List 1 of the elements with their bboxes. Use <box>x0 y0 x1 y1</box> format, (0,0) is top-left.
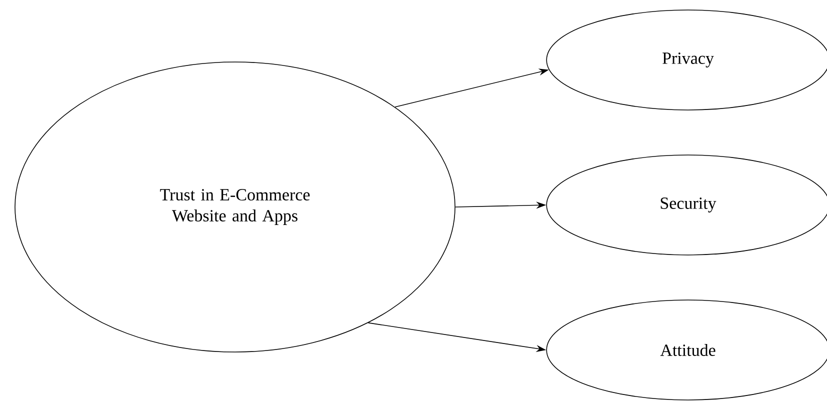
ellipse-node: Trust in E-Commerce Website and Apps <box>14 62 456 352</box>
